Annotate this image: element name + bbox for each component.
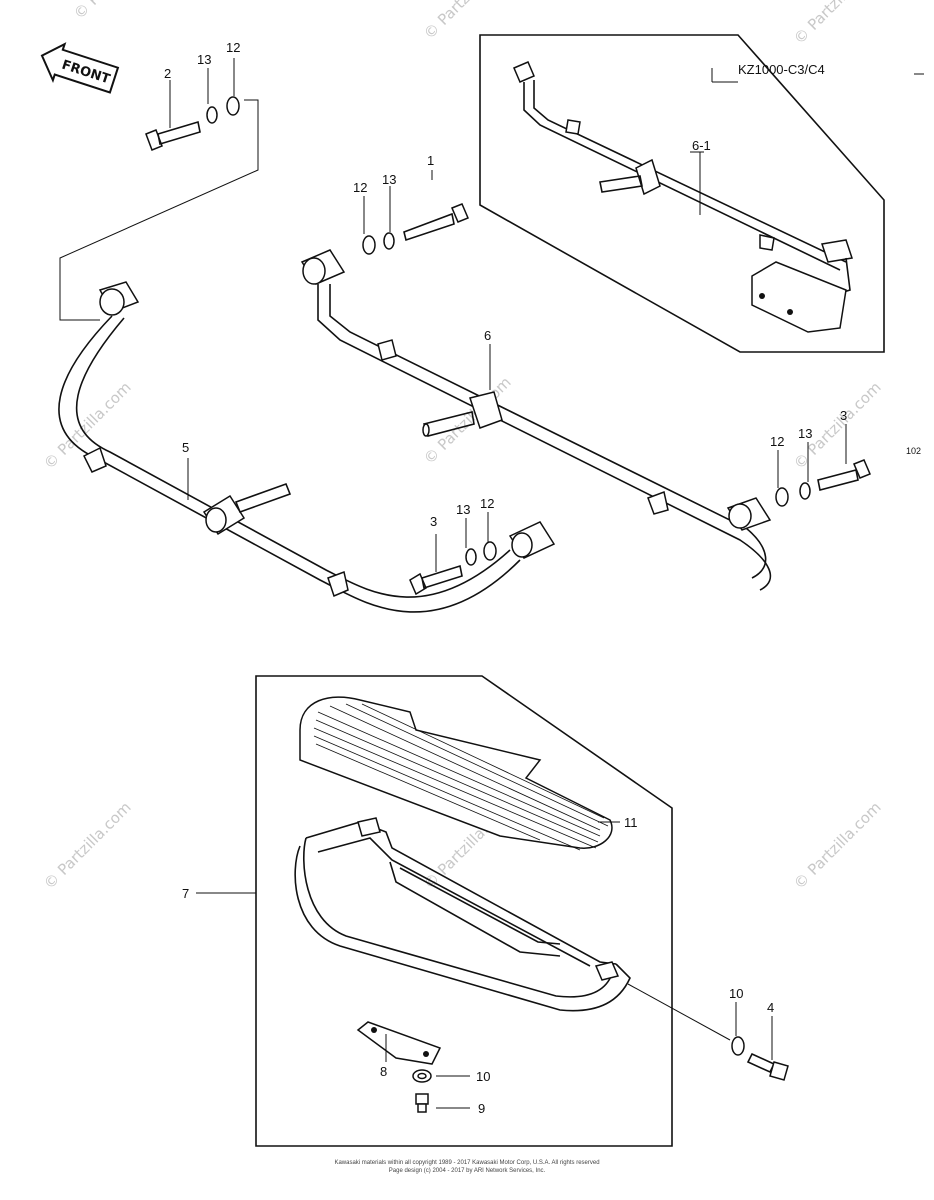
part-label-1: 1 [427, 153, 434, 168]
part-label-13: 13 [798, 426, 812, 441]
part-label-12: 12 [226, 40, 240, 55]
part-label-11: 11 [624, 815, 638, 830]
watermark: © Partzilla.com [70, 0, 165, 23]
watermark: © Partzilla.com [790, 0, 885, 48]
footrest-bracket-6-1: 6-1 [513, 61, 853, 333]
bolt-2-assembly: 2 13 12 [145, 40, 240, 151]
part-label-3: 3 [840, 408, 847, 423]
variant-box: KZ1000-C3/C4 [479, 34, 924, 353]
part-label-9: 9 [478, 1101, 485, 1116]
footer-line-2: Page design (c) 2004 - 2017 by ARI Netwo… [389, 1168, 546, 1174]
footboard-rubber-11: 11 [299, 696, 638, 851]
part-label-10: 10 [476, 1069, 490, 1084]
watermark: © Partzilla.com [790, 798, 885, 893]
part-label-7: 7 [182, 886, 189, 901]
part-label-12: 12 [770, 434, 784, 449]
bolt-1-assembly: 1 12 13 [353, 153, 469, 255]
variant-label: KZ1000-C3/C4 [738, 62, 825, 77]
watermark: © Partzilla.com [40, 798, 135, 893]
part-label-6: 6 [484, 328, 491, 343]
part-label-2: 2 [164, 66, 171, 81]
copyright-footer: Kawasaki materials within all copyright … [334, 1160, 599, 1174]
part-label-12: 12 [353, 180, 367, 195]
figure-code: 102 [906, 446, 921, 456]
bracket-8: 8 [356, 1021, 442, 1079]
bolt-9: 9 [415, 1093, 485, 1116]
footer-line-1: Kawasaki materials within all copyright … [334, 1160, 599, 1166]
part-label-3: 3 [430, 514, 437, 529]
part-label-13: 13 [456, 502, 470, 517]
part-label-12: 12 [480, 496, 494, 511]
part-label-13: 13 [382, 172, 396, 187]
bolt-3-right-assembly: 12 13 3 [770, 408, 871, 507]
bolt-3-left-assembly: 3 13 12 [409, 496, 497, 596]
part-label-13: 13 [197, 52, 211, 67]
front-arrow-icon: FRONT [40, 42, 120, 94]
part-label-4: 4 [767, 1000, 774, 1015]
part-label-10: 10 [729, 986, 743, 1001]
part-label-6-1: 6-1 [692, 138, 711, 153]
footrest-frame-6: 6 [300, 249, 772, 591]
footrest-frame-5: 5 [58, 281, 556, 613]
part-label-8: 8 [380, 1064, 387, 1079]
part-label-5: 5 [182, 440, 189, 455]
footboard-frame-7 [294, 817, 631, 1012]
watermark: © Partzilla.com [420, 0, 515, 43]
footboard-box: 7 [182, 675, 673, 1147]
bolt-4-assembly: 10 4 [729, 986, 789, 1081]
washer-10-bottom: 10 [412, 1069, 490, 1084]
